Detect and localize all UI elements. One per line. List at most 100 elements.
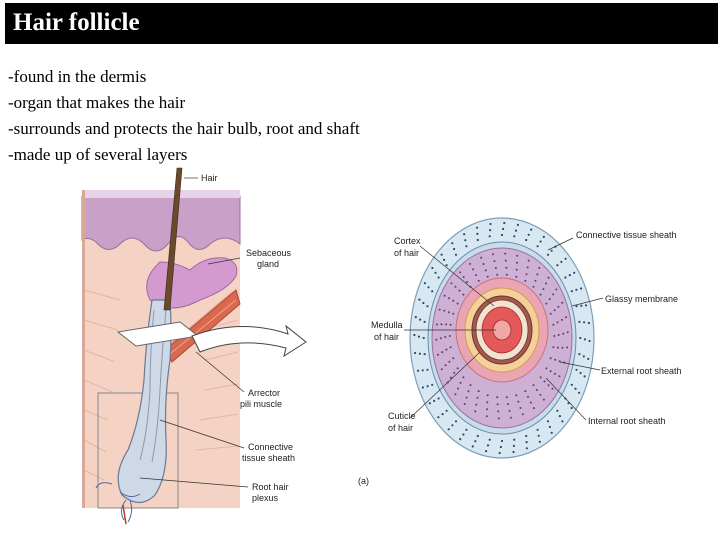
cell-nucleus-dot <box>537 434 540 437</box>
cell-nucleus-dot <box>422 336 425 340</box>
cell-nucleus-dot <box>475 403 478 406</box>
cell-nucleus-dot <box>554 358 557 361</box>
cell-nucleus-dot <box>496 273 499 276</box>
cell-nucleus-dot <box>413 333 416 337</box>
cell-nucleus-dot <box>452 357 455 360</box>
cell-nucleus-dot <box>536 245 539 248</box>
cell-nucleus-dot <box>526 266 529 269</box>
cell-nucleus-dot <box>510 416 512 419</box>
cell-nucleus-dot <box>538 440 541 443</box>
cell-nucleus-dot <box>579 336 582 340</box>
cell-nucleus-dot <box>465 428 468 431</box>
cell-nucleus-dot <box>546 420 550 423</box>
label-connective-tissue-sheath: Connective tissue sheath <box>576 230 677 240</box>
cell-nucleus-dot <box>438 308 441 311</box>
cell-nucleus-dot <box>552 346 555 349</box>
cell-nucleus-dot <box>448 297 450 300</box>
cell-nucleus-dot <box>566 331 569 334</box>
cell-nucleus-dot <box>488 438 491 441</box>
cell-nucleus-dot <box>557 334 560 336</box>
label-connective-1: Connective <box>248 442 293 452</box>
cell-nucleus-dot <box>496 403 499 406</box>
cell-nucleus-dot <box>555 288 558 291</box>
cell-nucleus-dot <box>512 450 515 454</box>
detail-box <box>97 392 179 509</box>
cell-nucleus-dot <box>514 229 518 232</box>
root-hair-plexus <box>95 482 141 523</box>
cell-nucleus-dot <box>445 348 448 351</box>
cell-nucleus-dot <box>485 450 488 453</box>
cell-nucleus-dot <box>529 401 532 404</box>
cell-nucleus-dot <box>570 290 573 293</box>
cell-nucleus-dot <box>515 268 518 271</box>
cell-nucleus-dot <box>454 253 458 256</box>
cell-nucleus-dot <box>534 279 537 282</box>
cell-nucleus-dot <box>440 323 443 326</box>
cell-nucleus-dot <box>465 245 468 248</box>
cell-nucleus-dot <box>469 384 472 387</box>
cell-nucleus-dot <box>428 402 431 405</box>
cell-nucleus-dot <box>527 233 530 236</box>
cell-nucleus-dot <box>477 279 480 282</box>
cell-nucleus-dot <box>421 369 424 372</box>
cell-nucleus-dot <box>497 417 500 420</box>
cell-nucleus-dot <box>433 399 436 402</box>
cell-nucleus-dot <box>440 253 443 256</box>
cell-nucleus-dot <box>444 336 447 338</box>
cell-nucleus-dot <box>524 390 527 393</box>
cell-nucleus-dot <box>451 424 454 427</box>
cell-nucleus-dot <box>476 396 479 399</box>
cell-nucleus-dot <box>575 288 578 291</box>
cell-nucleus-dot <box>549 370 552 373</box>
cell-nucleus-dot <box>485 415 488 418</box>
follicle-cross-section-diagram: Cortex of hair Medulla of hair Cuticle o… <box>371 217 682 459</box>
cell-nucleus-dot <box>427 286 430 289</box>
cell-nucleus-dot <box>445 409 448 412</box>
cell-nucleus-dot <box>556 321 559 324</box>
cell-nucleus-dot <box>462 433 465 436</box>
cell-nucleus-dot <box>570 406 573 410</box>
slide-title-bar: Hair follicle <box>5 3 718 44</box>
cell-nucleus-dot <box>505 273 508 276</box>
cell-nucleus-dot <box>564 257 567 260</box>
cell-nucleus-dot <box>579 371 582 375</box>
cell-nucleus-dot <box>452 299 455 302</box>
cell-nucleus-dot <box>416 369 420 372</box>
cell-nucleus-dot <box>458 289 461 292</box>
cell-nucleus-dot <box>538 267 541 269</box>
cell-nucleus-dot <box>486 394 489 397</box>
cell-nucleus-dot <box>525 434 528 438</box>
cell-nucleus-dot <box>549 357 552 360</box>
cell-nucleus-dot <box>418 298 421 301</box>
cell-nucleus-dot <box>552 323 555 326</box>
label-connective-2: tissue sheath <box>242 453 295 463</box>
cell-nucleus-dot <box>472 268 475 271</box>
cell-nucleus-dot <box>452 312 455 315</box>
cell-nucleus-dot <box>578 320 581 323</box>
cell-nucleus-dot <box>456 302 459 305</box>
cell-nucleus-dot <box>454 393 457 396</box>
cell-nucleus-dot <box>453 247 456 251</box>
cell-nucleus-dot <box>578 353 581 356</box>
cell-nucleus-dot <box>443 309 446 312</box>
cell-nucleus-dot <box>449 376 452 379</box>
cell-nucleus-dot <box>583 375 586 378</box>
cell-nucleus-dot <box>560 318 563 321</box>
cell-nucleus-dot <box>449 323 452 326</box>
bullet-item: -surrounds and protects the hair bulb, r… <box>8 119 360 138</box>
cell-nucleus-dot <box>489 229 492 232</box>
cell-nucleus-dot <box>480 256 483 259</box>
cell-nucleus-dot <box>431 290 434 293</box>
label-hair: Hair <box>201 173 218 183</box>
label-sebaceous-2: gland <box>257 259 279 269</box>
cell-nucleus-dot <box>441 413 444 416</box>
cell-nucleus-dot <box>507 403 510 406</box>
cell-nucleus-dot <box>504 252 507 255</box>
cell-nucleus-dot <box>513 235 516 238</box>
cell-nucleus-dot <box>476 238 479 242</box>
bullet-list: -found in the dermis -organ that makes t… <box>8 64 360 168</box>
cell-nucleus-dot <box>553 335 556 337</box>
label-arrector-2: pili muscle <box>240 399 282 409</box>
cell-nucleus-dot <box>570 383 573 386</box>
cell-nucleus-dot <box>504 259 507 262</box>
